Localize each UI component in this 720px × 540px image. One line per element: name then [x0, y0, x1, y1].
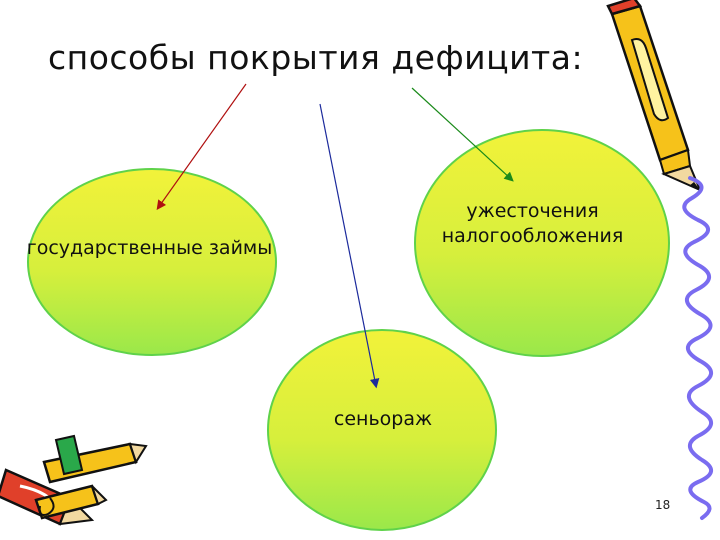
page-number: 18	[655, 498, 671, 512]
blob-state-loans	[27, 168, 277, 356]
arrow-to-state-loans	[156, 83, 247, 210]
pencils-clipart-bottom-left	[0, 434, 148, 526]
label-tax-tightening: ужесточения налогообложения	[441, 200, 624, 247]
slide-title: способы покрытия дефицита:	[48, 38, 584, 77]
pencil-clipart-right	[606, 0, 702, 192]
label-seigniorage: сеньораж	[333, 408, 433, 430]
blob-seigniorage	[267, 329, 497, 531]
label-state-loans: государственные займы	[26, 237, 273, 259]
blob-tax-tightening	[414, 129, 670, 357]
arrow-to-seigniorage	[319, 103, 380, 389]
squiggle-decoration	[682, 176, 713, 520]
arrow-to-tax-tightening	[411, 87, 514, 182]
